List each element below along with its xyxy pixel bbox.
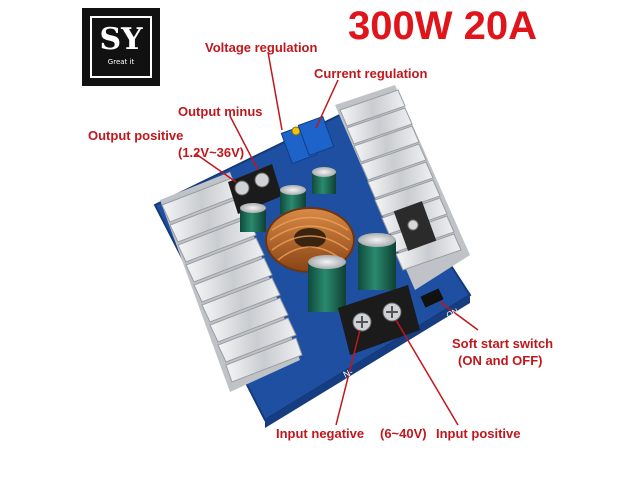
output-positive-label: Output positive [88, 128, 184, 143]
input-range-label: (6~40V) [380, 426, 427, 441]
output-range-label: (1.2V~36V) [178, 145, 245, 160]
output-minus-label: Output minus [178, 104, 263, 119]
output-terminal-block [228, 164, 282, 214]
minus-marking: N- [342, 367, 355, 380]
brand-logo: SY Great it [82, 8, 160, 86]
product-title: 300W 20A [348, 4, 537, 48]
left-heatsink [160, 172, 303, 392]
logo-mark: SY [99, 22, 143, 57]
output-capacitors [240, 167, 336, 232]
voltage-regulation-label: Voltage regulation [205, 40, 318, 55]
logo-tagline: Great it [107, 58, 135, 66]
callout-lines [195, 51, 479, 426]
input-positive-label: Input positive [436, 426, 521, 441]
right-heatsink [335, 85, 470, 290]
input-capacitors [308, 233, 396, 312]
soft-start-label: Soft start switch [452, 336, 554, 351]
plus-marking: P+ [419, 328, 433, 342]
current-potentiometer [297, 115, 335, 157]
soft-start-state-label: (ON and OFF) [458, 353, 543, 368]
current-regulation-label: Current regulation [314, 66, 428, 81]
soft-start-switch [420, 288, 444, 308]
logo-frame: SY Great it [90, 16, 152, 78]
input-negative-label: Input negative [276, 426, 365, 441]
